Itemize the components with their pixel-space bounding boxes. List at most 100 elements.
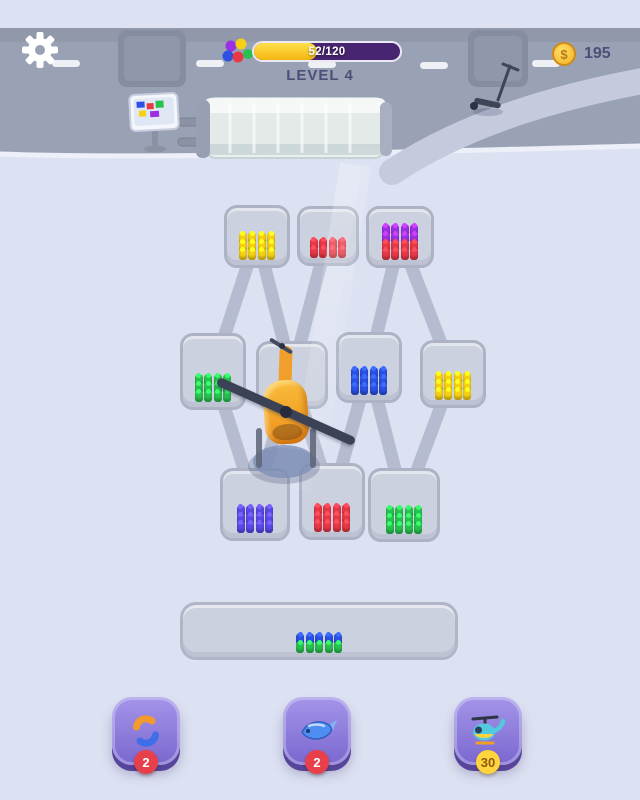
helicopter[interactable] <box>215 337 357 494</box>
crowd-figure-yellow <box>453 388 462 400</box>
crowd-figure-red <box>313 504 322 516</box>
crowd-figure-red <box>323 512 332 524</box>
crowd-figure-red <box>410 248 419 260</box>
fish-powerup-button[interactable]: 2 <box>283 697 351 774</box>
tail-rotor-hub <box>279 343 285 349</box>
helicopter-icon <box>471 715 506 745</box>
platform-1[interactable] <box>224 205 290 268</box>
crowd-figure-red <box>313 520 322 532</box>
road-shelter-right <box>468 30 528 87</box>
crowd-figure-yellow <box>257 248 266 260</box>
crowd <box>380 224 420 260</box>
crowd-figure-blue <box>360 383 369 395</box>
crowd-figure-blue <box>379 383 388 395</box>
crowd-figure-red <box>319 246 328 258</box>
crowd <box>308 238 348 258</box>
shuffle-badge: 2 <box>134 750 158 774</box>
crowd-figure-red <box>332 520 341 532</box>
crowd-figure-red <box>342 520 351 532</box>
shuffle-powerup-button[interactable]: 2 <box>112 697 180 774</box>
crowd <box>349 367 389 395</box>
crowd-figure-green <box>324 641 333 653</box>
crowd-figure-purple <box>410 224 419 236</box>
crowd-figure-indigo <box>265 505 274 517</box>
platform-3[interactable] <box>366 206 434 268</box>
exit-ramp <box>379 68 640 185</box>
platform-10[interactable] <box>368 468 440 542</box>
crowd-figure-yellow <box>463 372 472 384</box>
crowd-figure-indigo <box>255 521 264 533</box>
crowd-figure-green <box>213 390 222 402</box>
crowd-figure-green <box>334 641 342 653</box>
crowd-figure-green <box>395 522 404 534</box>
crowd-figure-green <box>404 514 413 526</box>
crowd-figure-blue <box>350 383 359 395</box>
crowd-figure-red <box>309 246 318 258</box>
crowd-figure-blue <box>369 383 378 395</box>
crowd-figure-yellow <box>434 388 443 400</box>
fish-badge: 2 <box>305 750 329 774</box>
crowd-figure-yellow <box>463 380 472 392</box>
crowd-figure-green <box>305 641 314 653</box>
crowd-figure-red <box>338 246 347 258</box>
helicopter-badge: 30 <box>476 750 500 774</box>
crowd-figure-green <box>385 506 394 518</box>
crowd-figure-green <box>395 514 404 526</box>
helicopter-skid-left <box>256 428 262 468</box>
crowd-figure-indigo <box>265 513 274 525</box>
scooter <box>470 62 520 116</box>
progress-text: 52/120 <box>308 45 346 58</box>
helicopter-powerup-button[interactable]: 30 <box>454 697 522 774</box>
crowd-figure-green <box>414 522 423 534</box>
crowd-figure-purple <box>391 224 400 236</box>
shuffle-icon <box>133 715 159 747</box>
crowd-figure-green <box>385 522 394 534</box>
crowd-figure-indigo <box>246 505 255 517</box>
crowd-figure-purple <box>400 224 409 236</box>
platform-4[interactable] <box>180 333 246 410</box>
crowd-figure-red <box>332 512 341 524</box>
crowd-figure-red <box>400 248 409 260</box>
crowd-figure-green <box>404 522 413 534</box>
road <box>0 28 640 156</box>
greenhouse <box>177 97 392 159</box>
helicopter-window <box>271 422 303 441</box>
crowd-figure-indigo <box>236 505 245 517</box>
progress-fill <box>254 43 317 60</box>
crowd-figure-blue <box>324 633 333 645</box>
crowd-figure-green <box>194 382 203 394</box>
queue-bar[interactable] <box>180 602 458 660</box>
crowd-figure-red <box>328 246 337 258</box>
crowd-figure-indigo <box>265 521 274 533</box>
crowd-figure-yellow <box>238 248 247 260</box>
crowd-figure-blue <box>305 633 314 645</box>
platform-7[interactable] <box>420 340 486 408</box>
crowd-figure-blue <box>334 633 342 645</box>
crowd-figure-indigo <box>236 521 245 533</box>
crowd-figure-blue <box>296 633 304 645</box>
crowd-figure-green <box>204 390 213 402</box>
landing-disc <box>253 445 315 478</box>
crowd-figure-red <box>323 520 332 532</box>
helicopter-skid-right <box>310 428 316 468</box>
crowd-figure-yellow <box>267 248 276 260</box>
crowd-figure-blue <box>315 633 323 645</box>
crowd-figure-yellow <box>444 388 453 400</box>
crowd-pile-icon <box>222 38 253 63</box>
crowd <box>384 506 424 534</box>
crowd-figure-indigo <box>236 513 245 525</box>
crowd-figure-green <box>315 641 323 653</box>
settings-button[interactable] <box>20 30 60 70</box>
main-rotor-hub <box>280 406 292 418</box>
crowd <box>433 372 473 400</box>
coin-count: 195 <box>584 45 611 62</box>
crowd-figure-yellow <box>248 248 257 260</box>
crowd-figure-purple <box>381 224 390 236</box>
road-edge <box>0 143 640 159</box>
crowd-figure-indigo <box>255 505 264 517</box>
crowd <box>312 504 352 532</box>
crowd <box>235 505 275 533</box>
platform-2[interactable] <box>297 206 359 266</box>
gear-icon <box>22 32 58 68</box>
